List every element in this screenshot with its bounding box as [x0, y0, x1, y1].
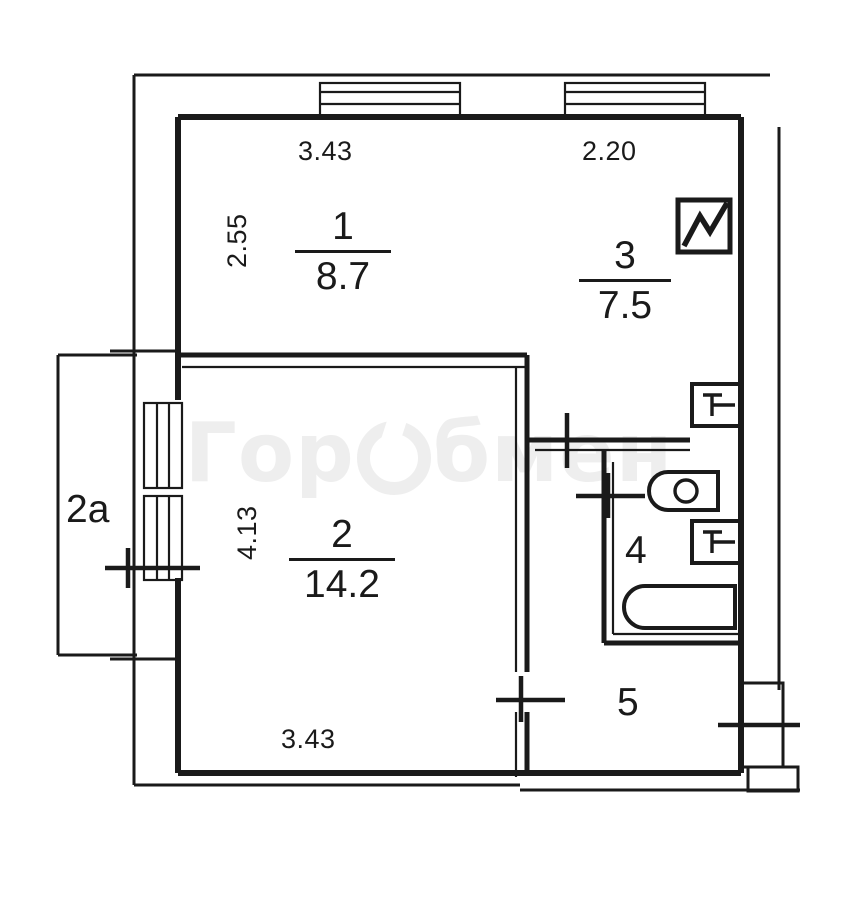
room-label-3: 3 7.5: [570, 235, 680, 327]
radiator-icon-top: [690, 382, 742, 428]
dimension-room1-height: 2.55: [222, 213, 252, 268]
wall-room2-right: [514, 355, 530, 777]
dimension-room2-width: 3.43: [281, 724, 336, 754]
room-label-5: 5: [617, 681, 639, 724]
room-2-area: 14.2: [304, 563, 380, 606]
window-room-1: [318, 81, 462, 119]
dimension-room2-height: 4.13: [232, 505, 262, 560]
room-2-divider: [289, 558, 395, 561]
wall-room1-room2: [178, 352, 527, 369]
entrance-door-frame[interactable]: [718, 681, 800, 793]
window-room-3: [563, 81, 707, 119]
wall-bathroom: [601, 450, 741, 646]
gas-meter-icon: [675, 197, 733, 255]
apartment-perimeter: [175, 114, 744, 776]
room-label-2: 2 14.2: [282, 514, 402, 606]
door-bathroom: [576, 473, 645, 518]
door-room2-hall: [496, 676, 565, 722]
balcony-2a-outline: [56, 353, 137, 657]
room-label-1: 1 8.7: [288, 206, 398, 298]
door-room3-hall: [545, 413, 600, 468]
building-outer-outline: [132, 73, 800, 792]
dimension-room3-width: 2.20: [582, 136, 637, 166]
room-1-number: 1: [332, 205, 354, 248]
room-3-number: 3: [614, 234, 636, 277]
wall-stub-left: [110, 349, 178, 661]
room-label-4: 4: [625, 529, 647, 572]
balcony-door-marker: [105, 548, 200, 588]
radiator-icon-bottom: [690, 519, 742, 565]
room-1-divider: [295, 250, 391, 253]
room-label-2a: 2a: [66, 488, 110, 531]
balcony-door-glazing[interactable]: [142, 401, 184, 582]
room-3-area: 7.5: [597, 284, 653, 327]
bathtub-icon: [622, 584, 737, 630]
room-2-number: 2: [331, 513, 353, 556]
room-3-divider: [579, 279, 671, 282]
room-1-area: 8.7: [315, 255, 371, 298]
sink-icon: [647, 470, 720, 512]
dimension-room1-width: 3.43: [298, 136, 353, 166]
